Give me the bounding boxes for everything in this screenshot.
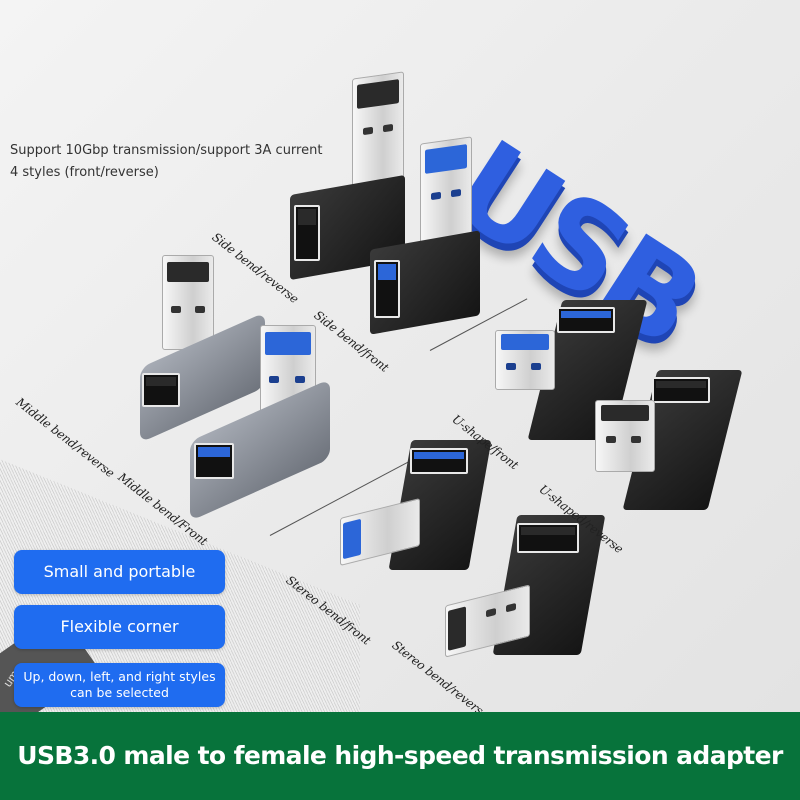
spec-line-2: 4 styles (front/reverse) [10,165,159,180]
feature-styles: Up, down, left, and right styles can be … [14,663,225,707]
adapter-side-bend-reverse [290,71,410,281]
adapter-u-shape-front [495,295,648,440]
adapter-middle-bend-reverse [140,255,270,443]
adapter-stereo-bend-front [340,440,492,580]
spec-text: Support 10Gbp transmission/support 3A cu… [10,140,322,184]
bottom-banner: USB3.0 male to female high-speed transmi… [0,712,800,800]
feature-styles-line-2: can be selected [70,685,169,700]
product-image: um Support 10Gbp transmission/support 3A… [0,71,743,712]
adapter-u-shaped-reverse [590,365,743,510]
feature-styles-line-1: Up, down, left, and right styles [23,669,216,684]
feature-small-portable: Small and portable [14,550,225,594]
spec-line-1: Support 10Gbp transmission/support 3A cu… [10,143,323,158]
adapter-middle-bend-front [190,325,330,522]
adapter-side-bend-front [370,136,485,335]
feature-flexible-corner: Flexible corner [14,605,225,649]
adapter-stereo-bend-reverse [445,515,606,665]
label-middle-bend-reverse: Middle bend/reverse [13,395,117,481]
